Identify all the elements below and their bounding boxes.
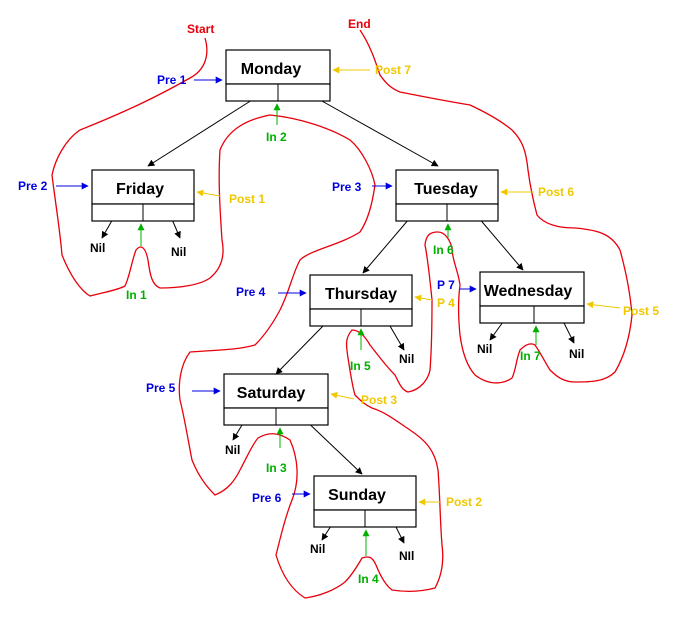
nil-label: Nil: [171, 245, 186, 259]
pre1-label: Pre 1: [157, 73, 187, 87]
post1-arrow: [196, 189, 221, 197]
pre5-label: Pre 5: [146, 381, 176, 395]
node-monday: Monday: [225, 49, 331, 102]
in3-label: In 3: [266, 461, 287, 475]
end-label: End: [348, 17, 371, 31]
node-label-friday: Friday: [116, 181, 164, 198]
post6-label: Post 6: [538, 185, 574, 199]
edge-thursday-nil-right: [389, 325, 405, 351]
post3-arrow: [330, 391, 355, 400]
in2-label: In 2: [266, 130, 287, 144]
post1-label: Post 1: [229, 192, 265, 206]
node-label-wednesday: Wednesday: [484, 283, 573, 300]
nil-label: Nil: [225, 443, 240, 457]
in6-label: In 6: [433, 243, 454, 257]
post5-label: Post 5: [623, 304, 659, 318]
node-label-thursday: Thursday: [325, 286, 397, 303]
p7-label: P 7: [437, 278, 455, 292]
in5-label: In 5: [350, 359, 371, 373]
p4-label: P 4: [437, 296, 455, 310]
post2-label: Post 2: [446, 495, 482, 509]
pre3-label: Pre 3: [332, 180, 362, 194]
node-label-tuesday: Tuesday: [414, 181, 478, 198]
edge-monday-tuesday: [303, 90, 439, 167]
post3-label: Post 3: [361, 393, 397, 407]
pre6-label: Pre 6: [252, 491, 282, 505]
nil-label: Nil: [569, 347, 584, 361]
nil-label: Nil: [310, 542, 325, 556]
edge-tuesday-thursday: [362, 218, 410, 274]
node-friday: Friday: [91, 169, 195, 222]
pre4-label: Pre 4: [236, 285, 266, 299]
nil-label: NIl: [399, 549, 414, 563]
nil-label: Nil: [90, 241, 105, 255]
post7-label: Post 7: [375, 63, 411, 77]
node-sunday: Sunday: [313, 475, 417, 528]
pre2-label: Pre 2: [18, 179, 48, 193]
in7-label: In 7: [520, 349, 541, 363]
nil-label: Nil: [477, 342, 492, 356]
node-label-saturday: Saturday: [237, 385, 306, 402]
nil-label: Nil: [399, 352, 414, 366]
node-label-sunday: Sunday: [328, 487, 386, 504]
euler-tour-path: [51, 29, 633, 599]
node-tuesday: Tuesday: [395, 169, 499, 222]
edge-thursday-saturday: [275, 325, 324, 375]
p4-arrow: [414, 294, 433, 302]
in1-label: In 1: [126, 288, 147, 302]
in4-label: In 4: [358, 572, 379, 586]
node-label-monday: Monday: [241, 61, 302, 78]
node-thursday: Thursday: [309, 274, 413, 327]
node-wednesday: Wednesday: [479, 271, 585, 324]
edge-monday-friday: [147, 99, 253, 167]
start-label: Start: [187, 22, 214, 36]
node-saturday: Saturday: [223, 373, 329, 426]
post5-arrow: [586, 301, 621, 309]
